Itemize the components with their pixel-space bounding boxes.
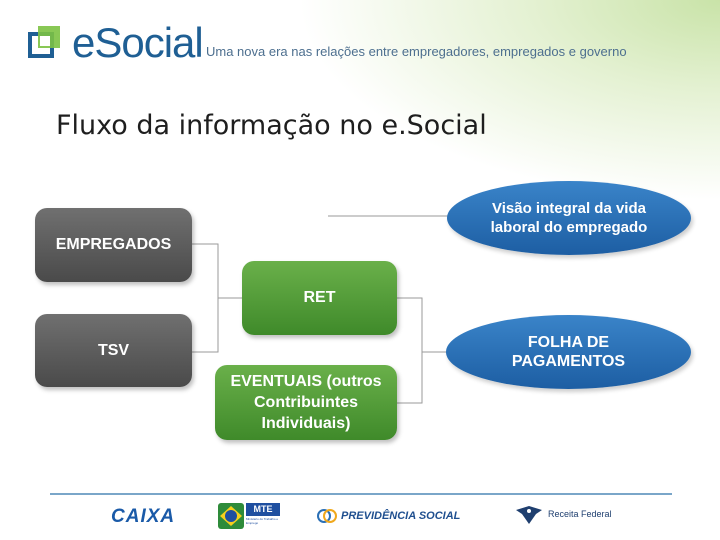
right-bracket-line [397, 297, 423, 404]
header: eSocial Uma nova era nas relações entre … [28, 18, 718, 68]
caixa-logo: CAIXA [111, 506, 176, 527]
logo-text: eSocial [72, 19, 204, 66]
mte-sub-label: Ministério do Trabalho e Emprego [246, 517, 279, 525]
folha-oval: FOLHA DE PAGAMENTOS [446, 315, 691, 389]
empregados-box: EMPREGADOS [35, 208, 192, 282]
tsv-box: TSV [35, 314, 192, 387]
esocial-logo-icon [28, 26, 60, 58]
previdencia-label: PREVIDÊNCIA SOCIAL [341, 510, 461, 522]
left-bracket-line [191, 243, 219, 353]
brazil-flag-icon [218, 503, 244, 529]
eventuais-box: EVENTUAIS (outros Contribuintes Individu… [215, 365, 397, 440]
receita-label: Receita Federal [548, 509, 612, 519]
previdencia-icon [317, 509, 337, 523]
tagline: Uma nova era nas relações entre empregad… [206, 44, 627, 59]
eagle-icon [516, 506, 542, 524]
mte-logo: MTE Ministério do Trabalho e Emprego [218, 503, 280, 529]
visao-oval: Visão integral da vida laboral do empreg… [447, 181, 691, 255]
footer-divider [50, 493, 672, 495]
ret-box: RET [242, 261, 397, 335]
page-title: Fluxo da informação no e.Social [56, 110, 487, 141]
mte-label: MTE [246, 503, 280, 516]
